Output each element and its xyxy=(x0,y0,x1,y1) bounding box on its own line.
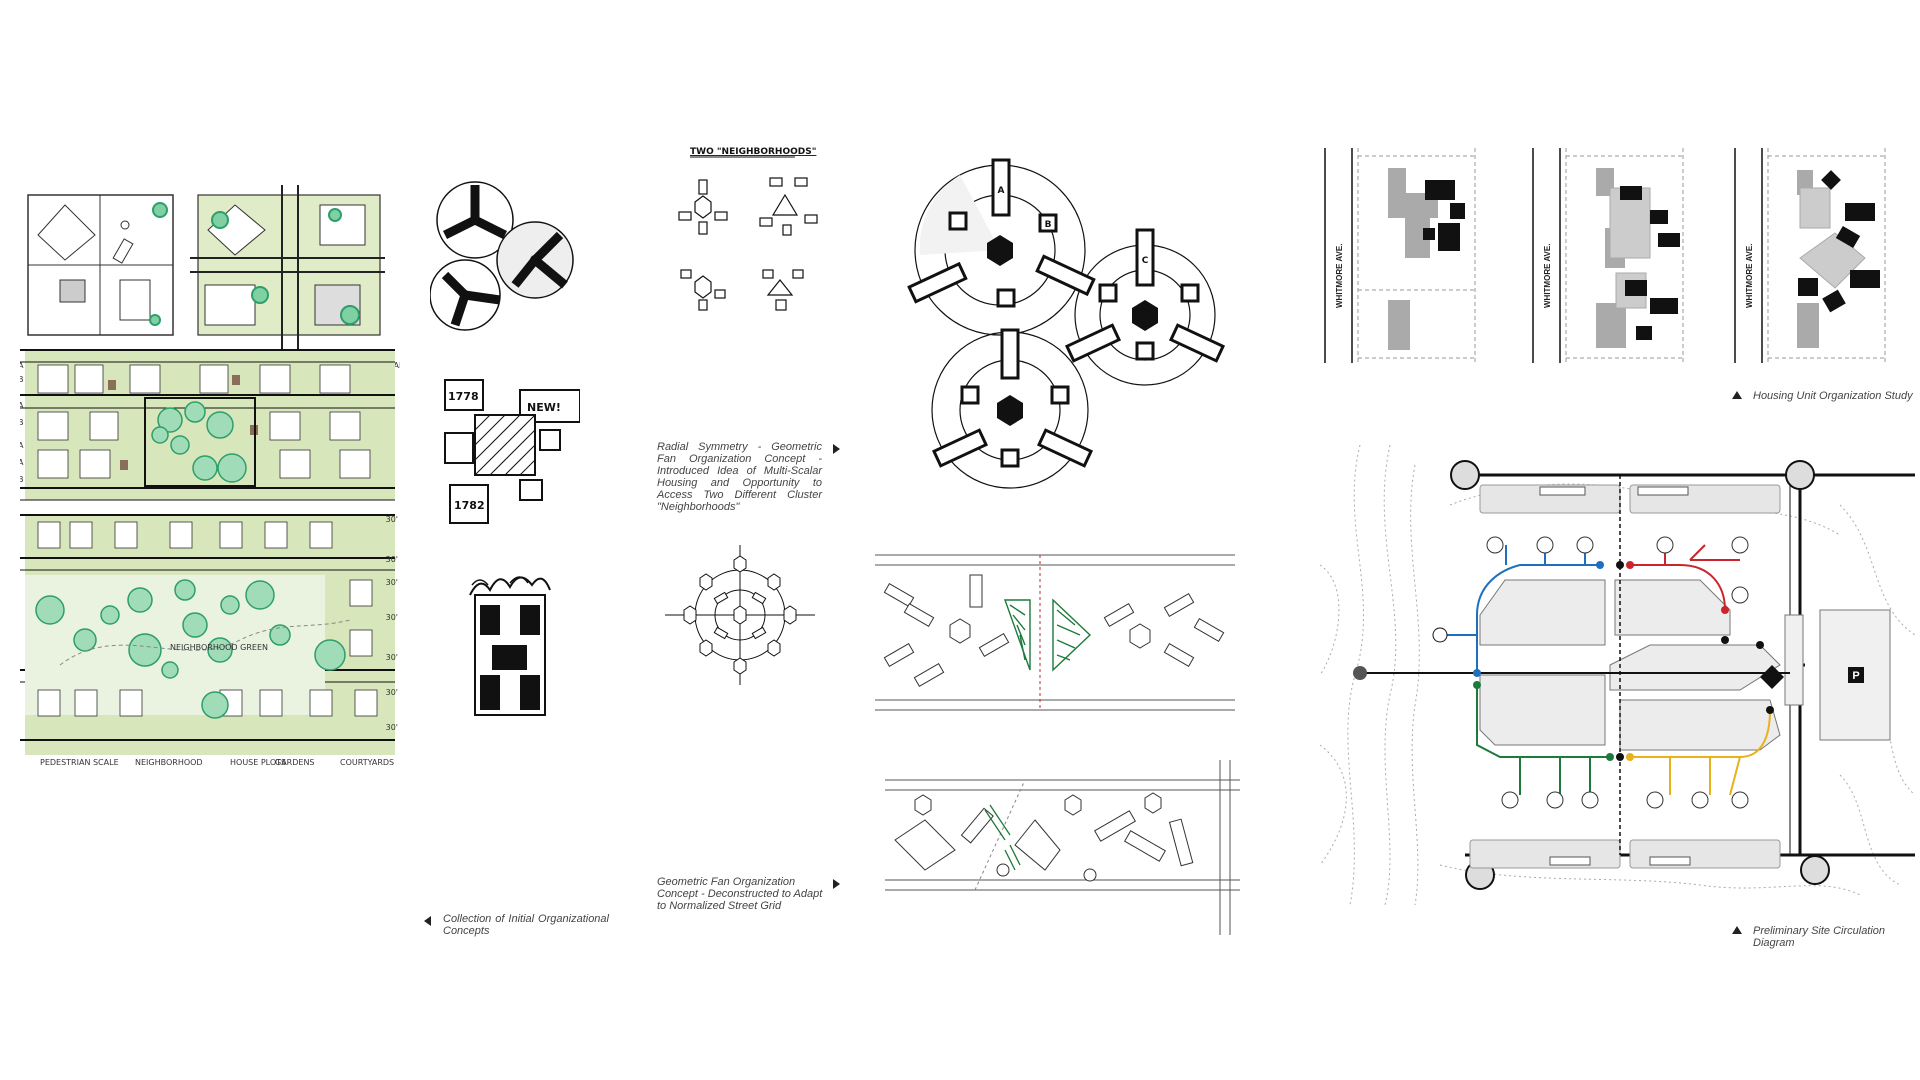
fan-sketch-drawing: 1778 NEW! 1782 xyxy=(430,181,580,716)
caption-arrow-left xyxy=(424,916,431,926)
caption-arrow-right-2 xyxy=(833,879,840,889)
fan-sketches: 1778 NEW! 1782 xyxy=(430,175,580,735)
svg-text:NEIGHBORHOOD: NEIGHBORHOOD xyxy=(135,758,203,767)
initial-concepts-sketch: - FIELD LINE RELATED BY "PEDESTRIAN LANE… xyxy=(20,185,400,767)
cluster-abc-diagram: A B C xyxy=(900,155,1240,500)
parking-label: P xyxy=(1852,670,1859,682)
street-label-2: WHITMORE AVE. xyxy=(1543,244,1552,308)
label-1778: 1778 xyxy=(448,390,479,403)
caption-arrow-right xyxy=(833,444,840,454)
caption-housing-study: Housing Unit Organization Study xyxy=(1753,390,1913,402)
housing-unit-study: WHITMORE AVE. WHITMORE AVE. WHITMORE AVE… xyxy=(1320,148,1900,368)
svg-text:NEIGHBORHOOD GREEN: NEIGHBORHOOD GREEN xyxy=(170,643,268,652)
svg-text:A: A xyxy=(20,458,24,467)
svg-text:COURTYARDS: COURTYARDS xyxy=(340,758,394,767)
svg-text:30': 30' xyxy=(386,723,398,732)
initial-concepts-sheet: - FIELD LINE RELATED BY "PEDESTRIAN LANE… xyxy=(20,150,400,940)
svg-text:PEDESTRIAN SCALE: PEDESTRIAN SCALE xyxy=(40,758,119,767)
svg-text:30': 30' xyxy=(386,653,398,662)
svg-text:B: B xyxy=(20,475,24,484)
caption-arrow-up xyxy=(1732,391,1742,399)
caption-initial-concepts: Collection of Initial Organizational Con… xyxy=(443,913,609,937)
svg-text:B: B xyxy=(20,375,24,384)
svg-text:B: B xyxy=(20,418,24,427)
pedestrian-greenbelt-sketch xyxy=(875,530,1235,720)
caption-arrow-up-2 xyxy=(1732,926,1742,934)
svg-text:HOUSE PLOTS: HOUSE PLOTS xyxy=(230,758,286,767)
street-label-1: WHITMORE AVE. xyxy=(1335,244,1344,308)
svg-text:GARDENS: GARDENS xyxy=(275,758,315,767)
unit-label-a: A xyxy=(998,186,1005,196)
radial-hexagon-diagram xyxy=(660,540,820,690)
label-1782: 1782 xyxy=(454,499,485,512)
svg-text:30': 30' xyxy=(386,688,398,697)
pocket-park-sketch xyxy=(885,760,1245,935)
svg-text:A: A xyxy=(20,401,24,410)
two-neighborhoods-title: TWO "NEIGHBORHOODS" xyxy=(690,147,816,157)
label-new: NEW! xyxy=(527,401,561,414)
unit-label-b: B xyxy=(1045,220,1052,230)
caption-radial-symmetry: Radial Symmetry - Geometric Fan Organiza… xyxy=(657,441,822,513)
svg-text:A: A xyxy=(20,441,24,450)
svg-text:30': 30' xyxy=(386,613,398,622)
unit-label-c: C xyxy=(1142,256,1149,266)
caption-deconstructed: Geometric Fan Organization Concept - Dec… xyxy=(657,876,823,912)
caption-circulation: Preliminary Site Circulation Diagram xyxy=(1753,925,1886,949)
svg-text:30': 30' xyxy=(386,555,398,564)
two-neighborhoods-sketch: TWO "NEIGHBORHOODS" xyxy=(655,140,845,350)
street-label-3: WHITMORE AVE. xyxy=(1745,244,1754,308)
svg-text:30': 30' xyxy=(386,578,398,587)
svg-text:30': 30' xyxy=(386,515,398,524)
svg-text:A: A xyxy=(20,361,24,370)
site-circulation-diagram: P xyxy=(1320,445,1915,905)
